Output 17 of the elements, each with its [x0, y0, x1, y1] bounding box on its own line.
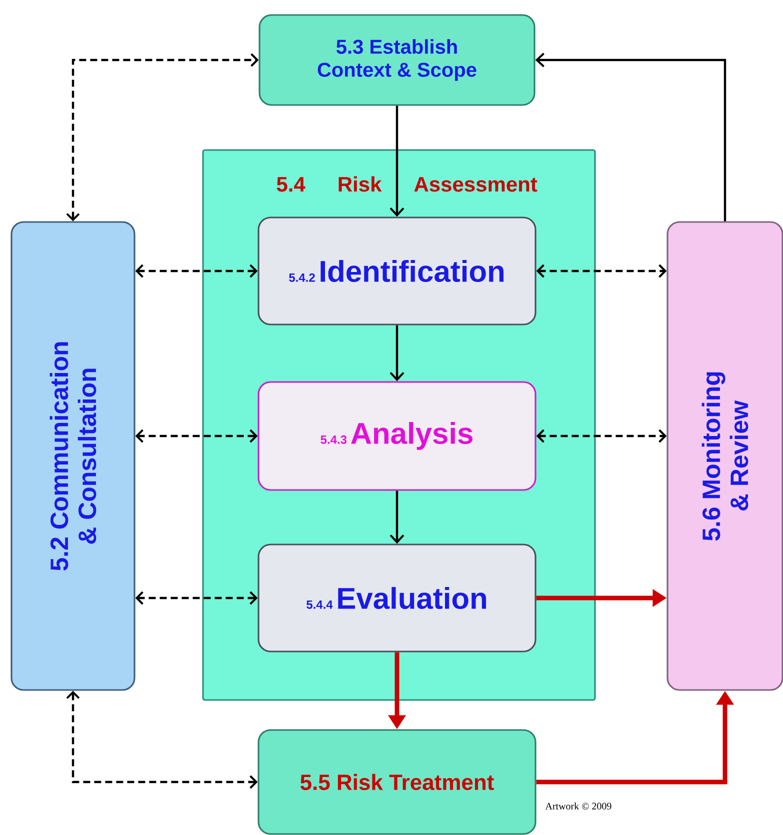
arrow — [135, 591, 258, 605]
credit-note: Artwork © 2009 — [545, 802, 612, 810]
arrow — [536, 429, 667, 443]
arrow — [390, 106, 404, 217]
arrow — [536, 264, 667, 278]
arrow — [135, 264, 258, 278]
process-box: 5.6 Monitoring & Review — [666, 221, 783, 691]
arrow — [135, 429, 258, 443]
arrow — [390, 490, 404, 544]
process-box: 5.2 Communication & Consultation — [10, 221, 136, 691]
process-box: 5.5 Risk Treatment — [258, 729, 536, 835]
process-box: 5.4.3 Analysis — [258, 381, 536, 491]
arrow — [66, 690, 258, 789]
arrow — [535, 52, 726, 222]
arrow — [66, 53, 259, 222]
process-box: 5.3 Establish Context & Scope — [258, 14, 536, 106]
arrow — [390, 325, 404, 382]
